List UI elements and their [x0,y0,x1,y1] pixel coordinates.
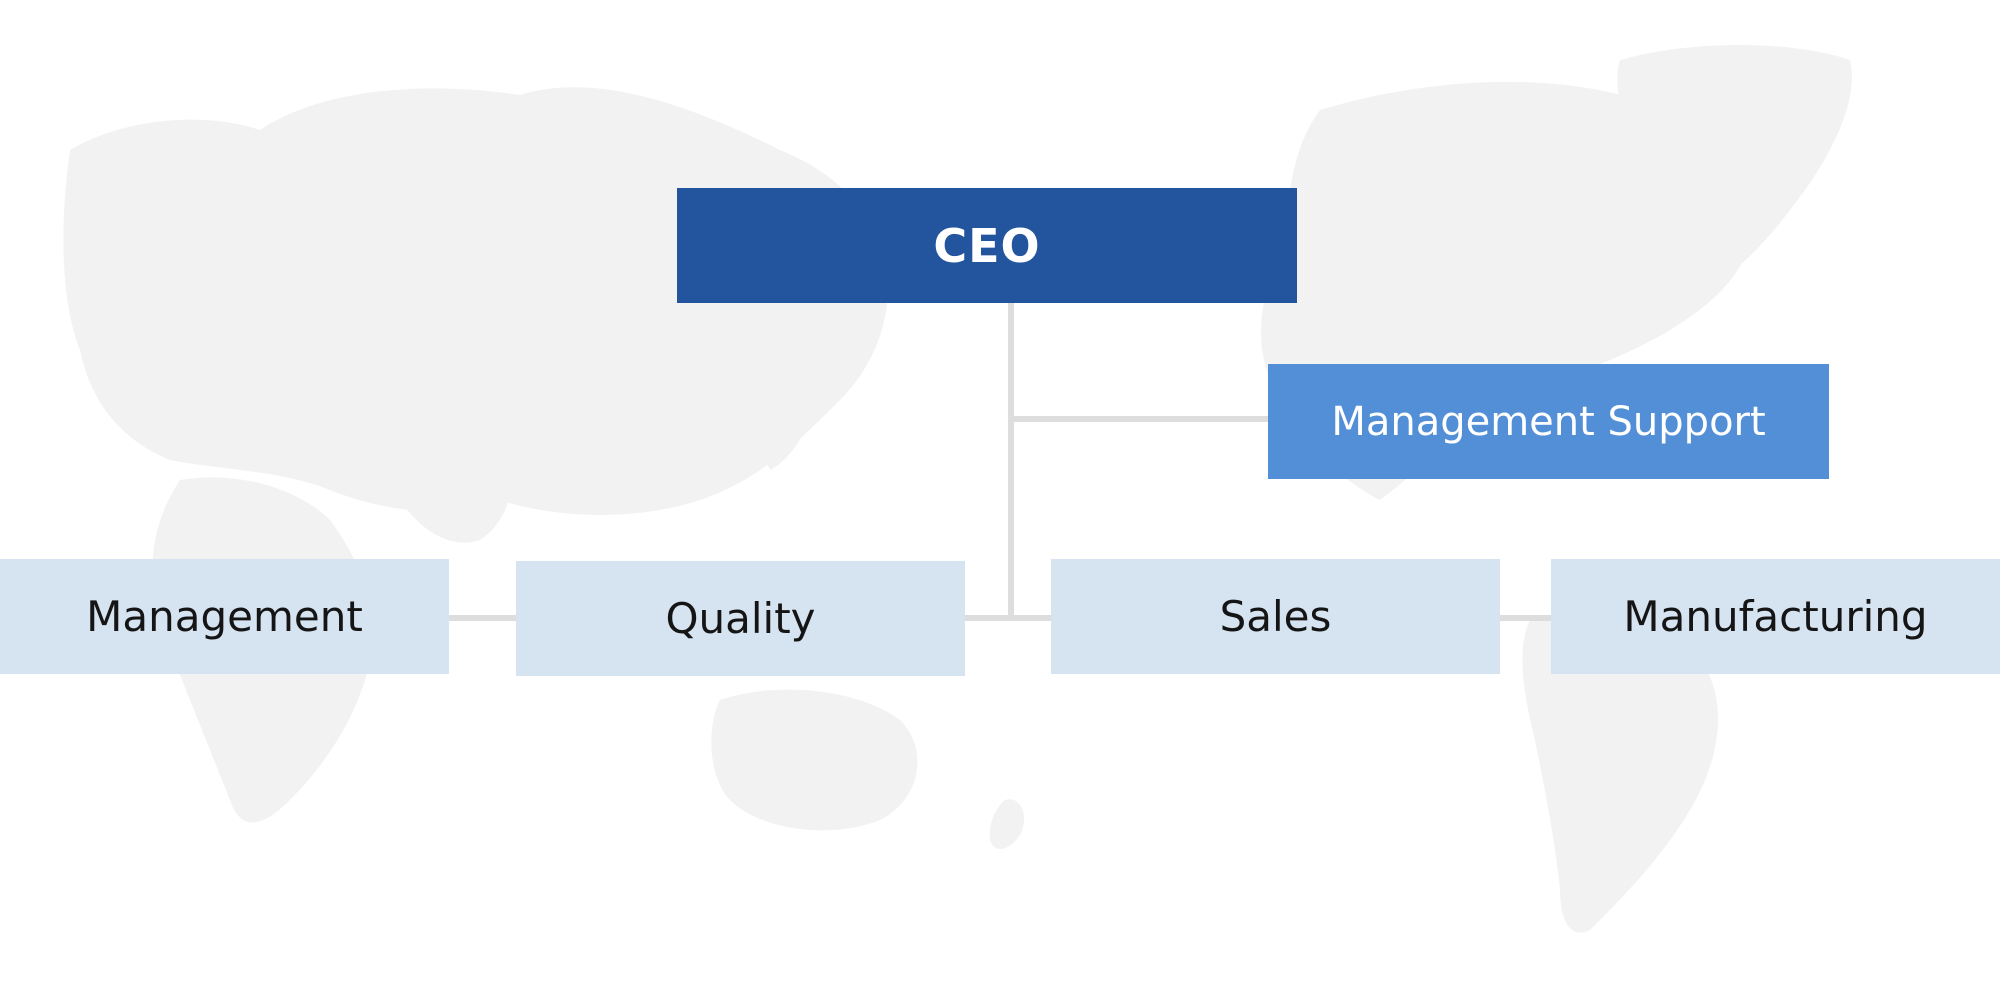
ceo-box: CEO [677,188,1297,303]
ceo-label: CEO [933,218,1041,273]
department-label: Management [86,592,363,641]
department-box-quality: Quality [516,561,965,676]
department-label: Sales [1219,592,1332,641]
department-box-management: Management [0,559,449,674]
management-support-box: Management Support [1268,364,1829,479]
department-box-manufacturing: Manufacturing [1551,559,2000,674]
department-box-sales: Sales [1051,559,1500,674]
department-label: Quality [665,594,816,643]
management-support-label: Management Support [1331,398,1766,445]
department-label: Manufacturing [1623,592,1928,641]
